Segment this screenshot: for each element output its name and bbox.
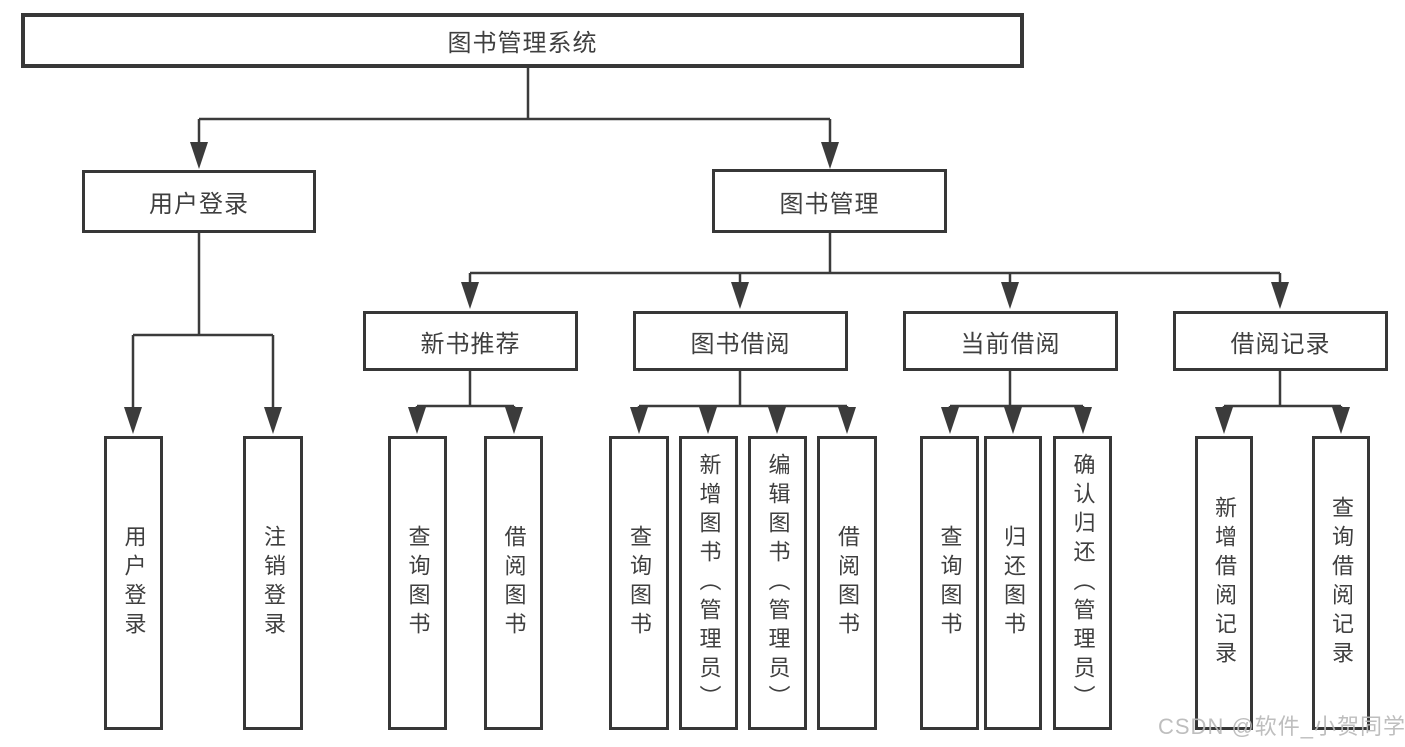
node-borrowing-records: 借阅记录 xyxy=(1173,311,1388,371)
node-label: 注销登录 xyxy=(261,525,286,641)
leaf-add-book-admin: 新增图书（管理员） xyxy=(679,436,738,730)
leaf-query-books-recommend: 查询图书 xyxy=(388,436,447,730)
arrow-down-icon xyxy=(461,282,479,309)
arrow-down-icon xyxy=(838,407,856,434)
node-label: 借阅图书 xyxy=(835,525,860,641)
arrow-down-icon xyxy=(699,407,717,434)
leaf-logout-login: 注销登录 xyxy=(243,436,303,730)
node-label: 查询借阅记录 xyxy=(1329,496,1354,670)
node-library-management-system: 图书管理系统 xyxy=(21,13,1024,68)
arrow-down-icon xyxy=(731,282,749,309)
node-label: 查询图书 xyxy=(627,525,652,641)
leaf-borrow-books-recommend: 借阅图书 xyxy=(484,436,543,730)
arrow-down-icon xyxy=(264,407,282,434)
node-label: 借阅记录 xyxy=(1230,330,1331,358)
leaf-query-borrow-record: 查询借阅记录 xyxy=(1312,436,1370,730)
arrow-down-icon xyxy=(941,407,959,434)
arrow-down-icons xyxy=(124,142,1350,434)
arrow-down-icon xyxy=(768,407,786,434)
arrow-down-icon xyxy=(821,142,839,169)
leaf-return-book: 归还图书 xyxy=(984,436,1042,730)
arrow-down-icon xyxy=(1215,407,1233,434)
leaf-add-borrow-record: 新增借阅记录 xyxy=(1195,436,1253,730)
node-label: 归还图书 xyxy=(1001,525,1026,641)
leaf-borrow-books-borrowing: 借阅图书 xyxy=(817,436,877,730)
node-label: 新增借阅记录 xyxy=(1212,496,1237,670)
arrow-down-icon xyxy=(408,407,426,434)
csdn-watermark: CSDN @软件_小贺同学 xyxy=(1158,714,1405,739)
leaf-user-login: 用户登录 xyxy=(104,436,163,730)
arrow-down-icon xyxy=(190,142,208,169)
arrow-down-icon xyxy=(1332,407,1350,434)
node-label: 新书推荐 xyxy=(420,330,521,358)
node-label: 新增图书（管理员） xyxy=(696,452,722,714)
leaf-query-books-current: 查询图书 xyxy=(920,436,979,730)
leaf-edit-book-admin: 编辑图书（管理员） xyxy=(748,436,807,730)
node-book-management: 图书管理 xyxy=(712,169,947,233)
node-label: 借阅图书 xyxy=(501,525,527,641)
node-label: 查询图书 xyxy=(405,525,431,641)
node-label: 图书管理 xyxy=(779,190,880,218)
node-label: 确认归还（管理员） xyxy=(1070,452,1096,714)
node-current-borrowing: 当前借阅 xyxy=(903,311,1118,371)
node-label: 当前借阅 xyxy=(960,330,1061,358)
node-label: 编辑图书（管理员） xyxy=(765,452,791,714)
arrow-down-icon xyxy=(1001,282,1019,309)
node-label: 用户登录 xyxy=(121,525,147,641)
node-label: 图书管理系统 xyxy=(447,30,598,57)
arrow-down-icon xyxy=(1271,282,1289,309)
arrow-down-icon xyxy=(630,407,648,434)
node-user-login: 用户登录 xyxy=(82,170,316,233)
node-book-borrowing: 图书借阅 xyxy=(633,311,848,371)
node-new-book-recommend: 新书推荐 xyxy=(363,311,578,371)
leaf-confirm-return-admin: 确认归还（管理员） xyxy=(1053,436,1112,730)
node-label: 用户登录 xyxy=(149,191,249,218)
arrow-down-icon xyxy=(1074,407,1092,434)
arrow-down-icon xyxy=(1004,407,1022,434)
arrow-down-icon xyxy=(124,407,142,434)
node-label: 图书借阅 xyxy=(690,330,791,358)
leaf-query-books-borrowing: 查询图书 xyxy=(609,436,669,730)
node-label: 查询图书 xyxy=(937,525,963,641)
arrow-down-icon xyxy=(505,407,523,434)
